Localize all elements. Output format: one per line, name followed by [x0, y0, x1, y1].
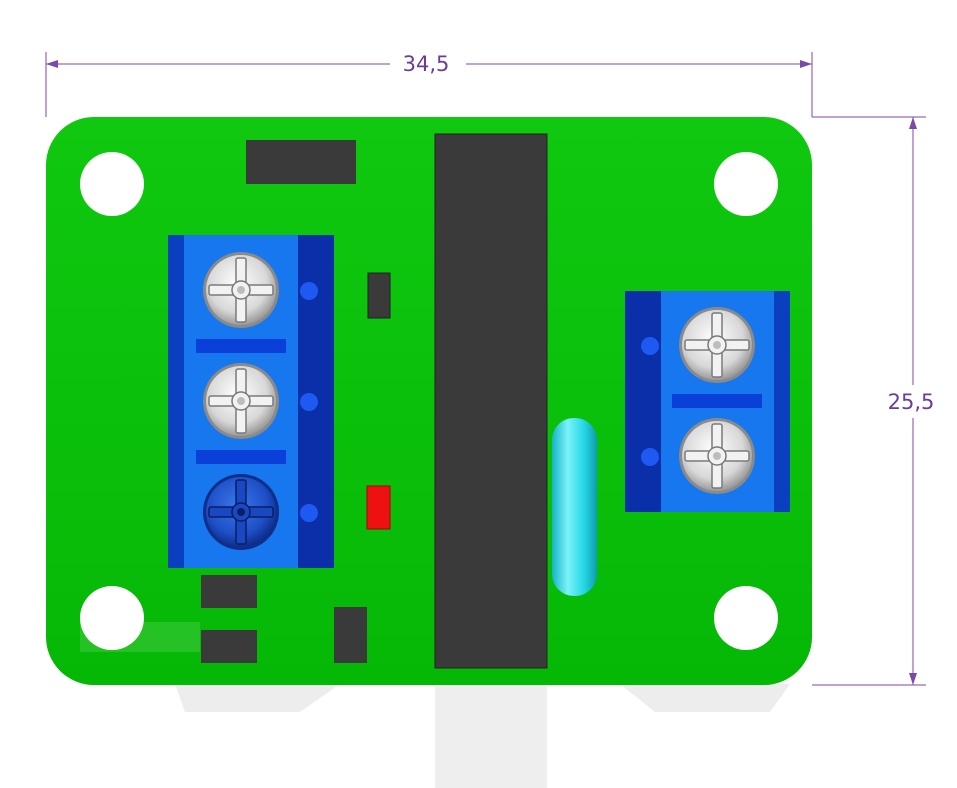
smd-component-bottom-2: [201, 630, 257, 663]
led-red: [366, 485, 391, 530]
terminal-screws-input: [203, 252, 279, 550]
screw-head: [203, 363, 279, 439]
terminal-screws-output: [679, 307, 755, 494]
relay-chip: [434, 133, 548, 669]
screw-head: [679, 418, 755, 494]
capsule-component: [552, 418, 597, 596]
height-dimension: 25,5: [812, 116, 935, 686]
screw-head-blue: [203, 474, 279, 550]
mounting-hole-top-left: [80, 152, 144, 216]
smd-component-top: [246, 140, 356, 184]
smd-component-small: [367, 272, 391, 319]
mounting-hole-bottom-left: [80, 586, 144, 650]
screw-head: [679, 307, 755, 383]
height-label: 25,5: [888, 390, 935, 414]
smd-component-bottom-1: [201, 575, 257, 608]
smd-component-bottom-3: [334, 607, 367, 663]
mounting-hole-top-right: [714, 152, 778, 216]
screw-head: [203, 252, 279, 328]
width-label: 34,5: [403, 52, 450, 76]
width-dimension: 34,5: [45, 52, 813, 117]
board-reflection: [175, 684, 790, 788]
mounting-hole-bottom-right: [714, 586, 778, 650]
